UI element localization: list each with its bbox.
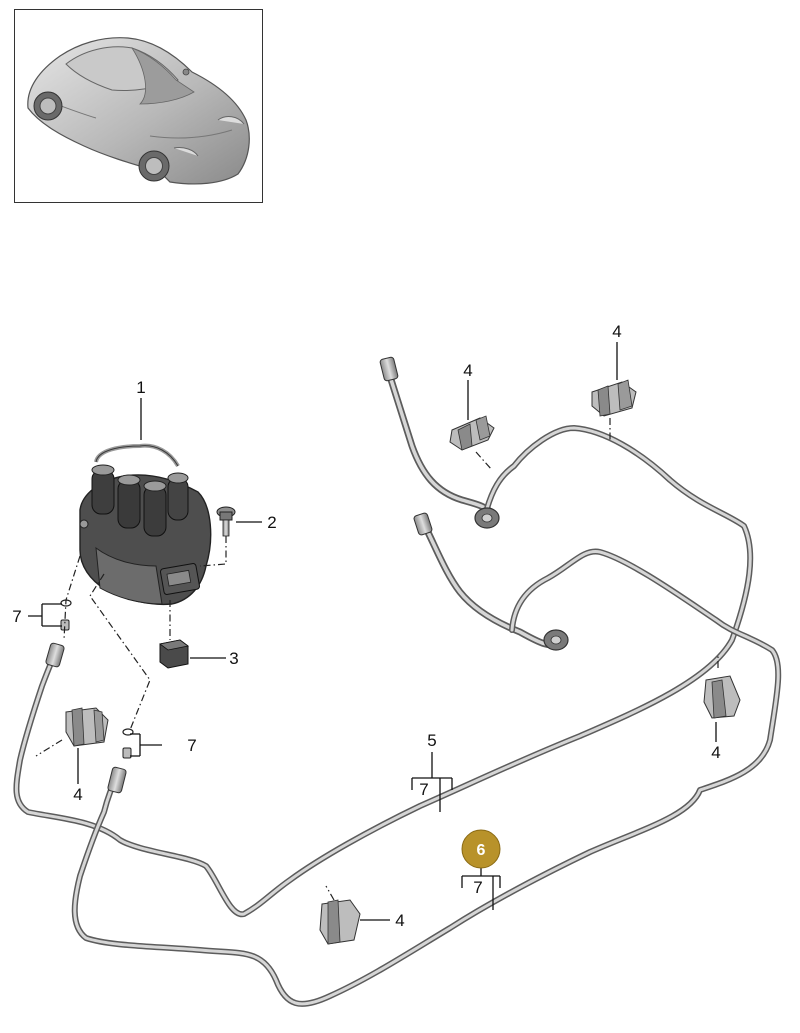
callout-clip-right: 4: [711, 743, 720, 762]
callout-part-2: 2: [267, 513, 276, 532]
callout-seal-left: 7: [12, 607, 21, 626]
callout-part-3: 3: [229, 649, 238, 668]
car-illustration: [27, 37, 250, 185]
bolt: [216, 506, 236, 537]
valve-block-assembly: [79, 443, 212, 606]
leader-lines: [28, 342, 717, 921]
callout-labels: 1 2 3 4 4 4 4 4 5 7 7 7 7 6: [12, 322, 720, 930]
assembly-guides: [35, 418, 719, 901]
seal-mid: [122, 728, 134, 759]
callout-seal-mid: 7: [187, 736, 196, 755]
brake-lines: [13, 356, 782, 1007]
banjo-fitting-lower: [543, 629, 569, 651]
seal-left: [60, 599, 72, 631]
line-end-left-lower: [107, 766, 127, 794]
callout-line-upper: 5: [427, 731, 436, 750]
highlight-badge-part-6[interactable]: 6: [461, 829, 501, 869]
callout-part-1: 1: [136, 378, 145, 397]
clip-bottom: [319, 899, 361, 945]
callout-clip-left: 4: [73, 785, 82, 804]
hose-fitting-top: [379, 356, 399, 382]
line-end-left-upper: [45, 642, 65, 668]
clip-right: [703, 675, 741, 719]
callout-seal-line-lower: 7: [473, 878, 482, 897]
solenoid-cylinders: [91, 464, 189, 537]
clip-top-right: [591, 379, 637, 417]
vehicle-thumbnail: [14, 9, 263, 203]
hose-fitting-mid: [413, 512, 433, 536]
callout-line-lower: 6: [477, 842, 486, 859]
callout-clip-top-right: 4: [612, 322, 621, 341]
clip-top-left: [449, 415, 495, 451]
connector-plug: [159, 563, 201, 595]
grommet: [159, 639, 189, 669]
banjo-fitting-upper: [474, 507, 500, 529]
clip-left: [65, 707, 109, 747]
callout-clip-top-left: 4: [463, 361, 472, 380]
callout-clip-bottom: 4: [395, 911, 404, 930]
highlight-badge-circle: [461, 829, 501, 869]
callout-seal-line-upper: 7: [419, 780, 428, 799]
